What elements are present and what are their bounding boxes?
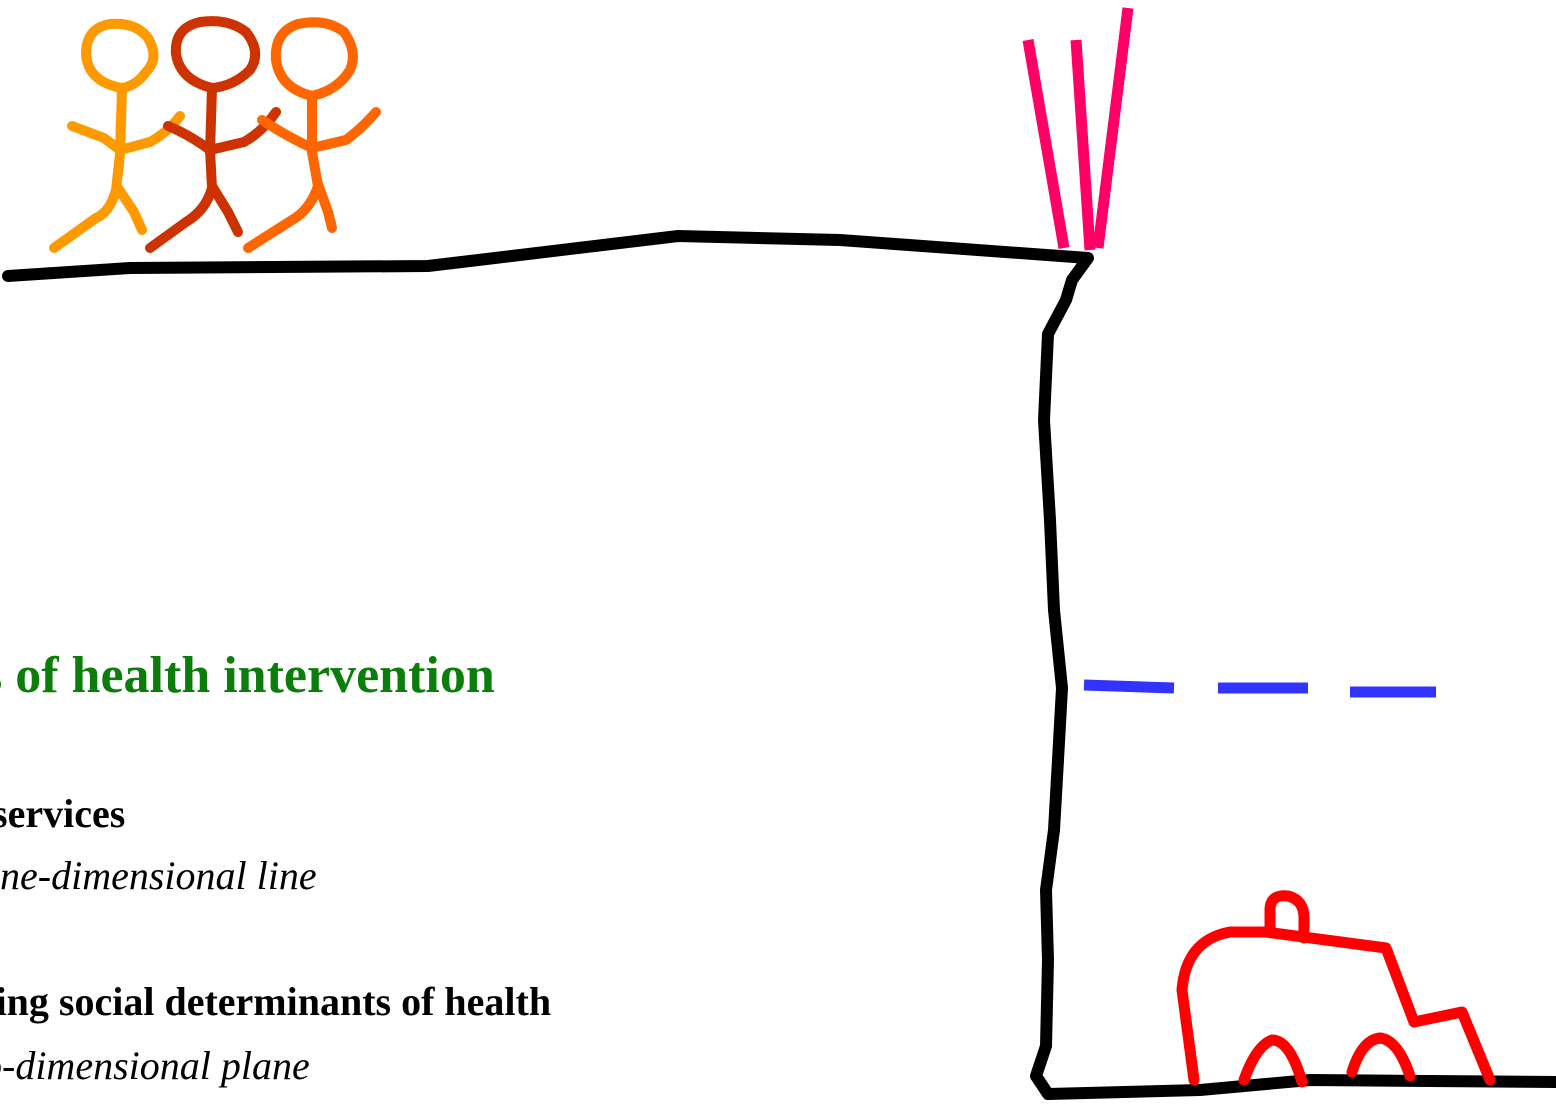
fence-icon	[1022, 7, 1134, 251]
intervention-heading: s of health intervention	[0, 647, 495, 704]
item1-subtitle: one-dimensional line	[0, 853, 317, 898]
item2-subtitle: o-dimensional plane	[0, 1043, 310, 1088]
ambulance-icon	[1176, 890, 1496, 1088]
item2-title: sing social determinants of health	[0, 979, 552, 1024]
person-right-icon	[243, 17, 381, 253]
person-left-icon	[49, 18, 185, 253]
cliff-outline	[2, 230, 1556, 1100]
safety-net-icon	[1083, 679, 1436, 698]
item1-title: services	[0, 791, 126, 836]
